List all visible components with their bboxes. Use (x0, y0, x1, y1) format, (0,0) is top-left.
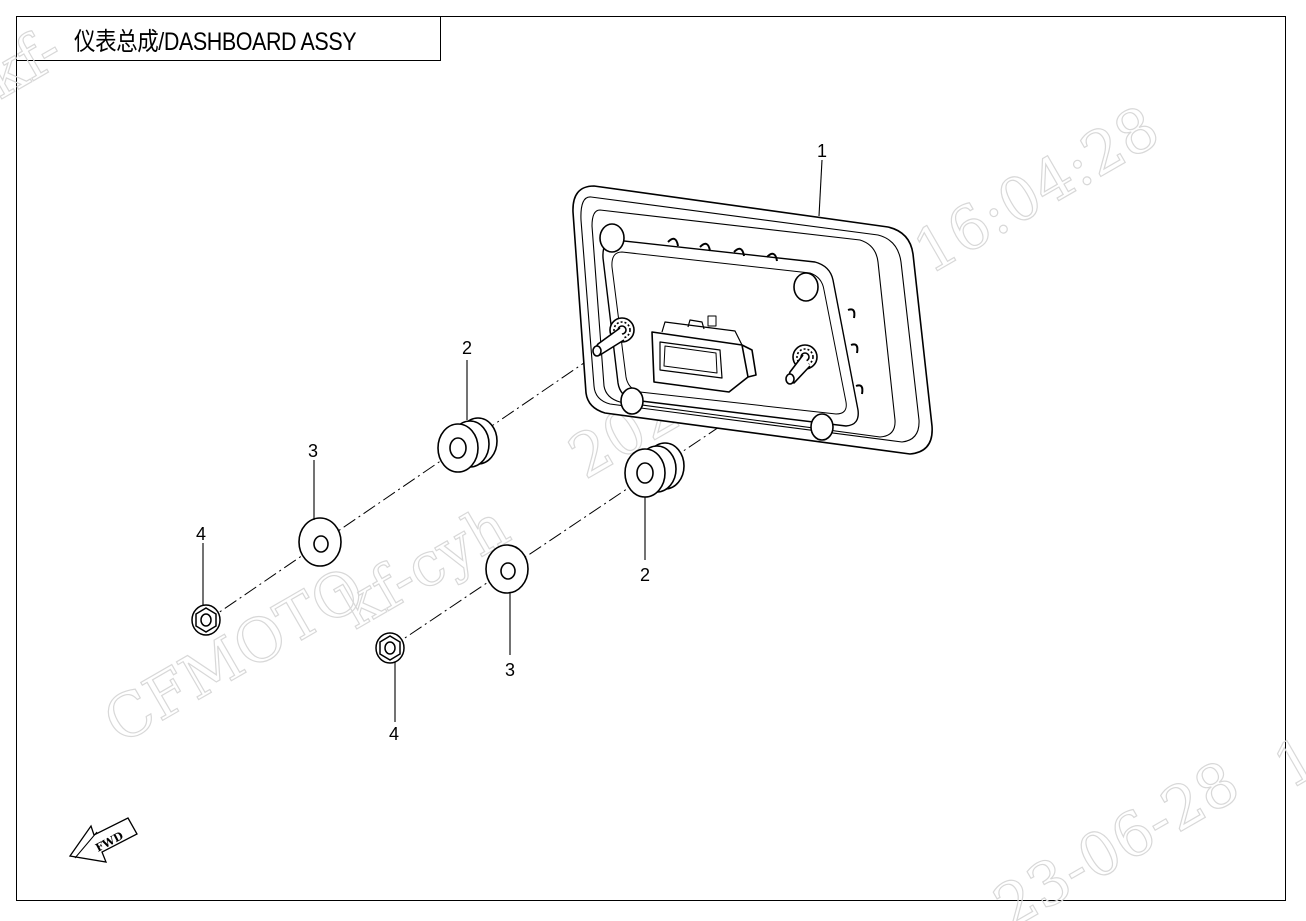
callout-part-2-left: 2 (462, 338, 472, 358)
stud-left (592, 317, 635, 357)
dashboard-assembly (572, 185, 933, 455)
callout-part-4-left: 4 (196, 524, 206, 544)
watermark-edge-fragment: 1 (1263, 723, 1306, 803)
stud-right (785, 344, 818, 385)
grommet-left (437, 417, 498, 473)
title-box: 仪表总成/DASHBOARD ASSY (16, 16, 441, 61)
callout-part-4-right: 4 (389, 724, 399, 744)
washer-left (298, 517, 342, 567)
callout-part-2-right: 2 (640, 565, 650, 585)
callout-part-1: 1 (817, 141, 827, 161)
assembly-axis-lines (204, 351, 796, 649)
washer-right (485, 544, 529, 594)
watermark-user-fragment: kf- (0, 14, 74, 113)
leader-lines (202, 159, 823, 722)
drawing-frame (16, 16, 1286, 901)
grommet-right (624, 442, 685, 498)
watermark-time: 16:04:28 (903, 93, 1171, 288)
callout-part-3-right: 3 (505, 660, 515, 680)
flange-nut-right (375, 632, 405, 664)
flange-nut-left (191, 604, 221, 636)
fwd-arrow-icon (68, 817, 138, 863)
callout-part-3-left: 3 (308, 441, 318, 461)
drawing-title: 仪表总成/DASHBOARD ASSY (74, 28, 357, 56)
watermark-date-bottom: 23-06-28 (983, 748, 1251, 921)
